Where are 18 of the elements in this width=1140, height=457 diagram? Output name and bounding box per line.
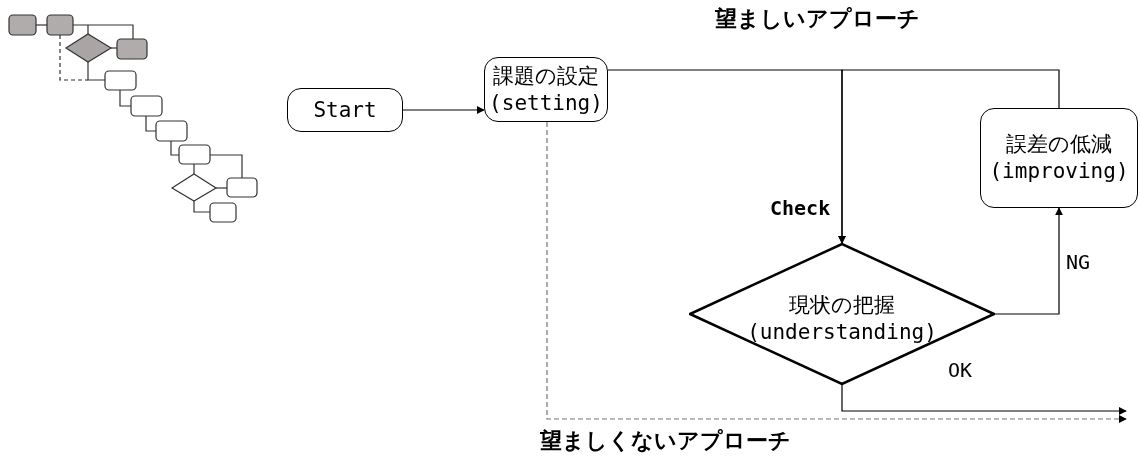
process-box <box>484 57 608 122</box>
node-label: 誤差の低減 <box>1006 131 1112 158</box>
node-label: (improving) <box>989 158 1129 185</box>
arrow <box>402 106 485 114</box>
arrow <box>838 69 1060 244</box>
arrow <box>841 384 1127 415</box>
node-label: Start <box>313 96 377 124</box>
process-box <box>980 108 1138 208</box>
approach-caption: 望ましいアプローチ <box>715 5 920 33</box>
decision-diamond <box>689 243 995 385</box>
node-label: (setting) <box>489 89 603 117</box>
node-label: 現状の把握 <box>789 292 895 319</box>
start-box <box>287 88 403 132</box>
approach-caption: 望ましくないアプローチ <box>540 427 791 455</box>
arrow <box>994 207 1063 315</box>
node-label: (understanding) <box>747 319 937 346</box>
node-label: 課題の設定 <box>493 62 599 90</box>
arrow <box>546 121 1127 423</box>
